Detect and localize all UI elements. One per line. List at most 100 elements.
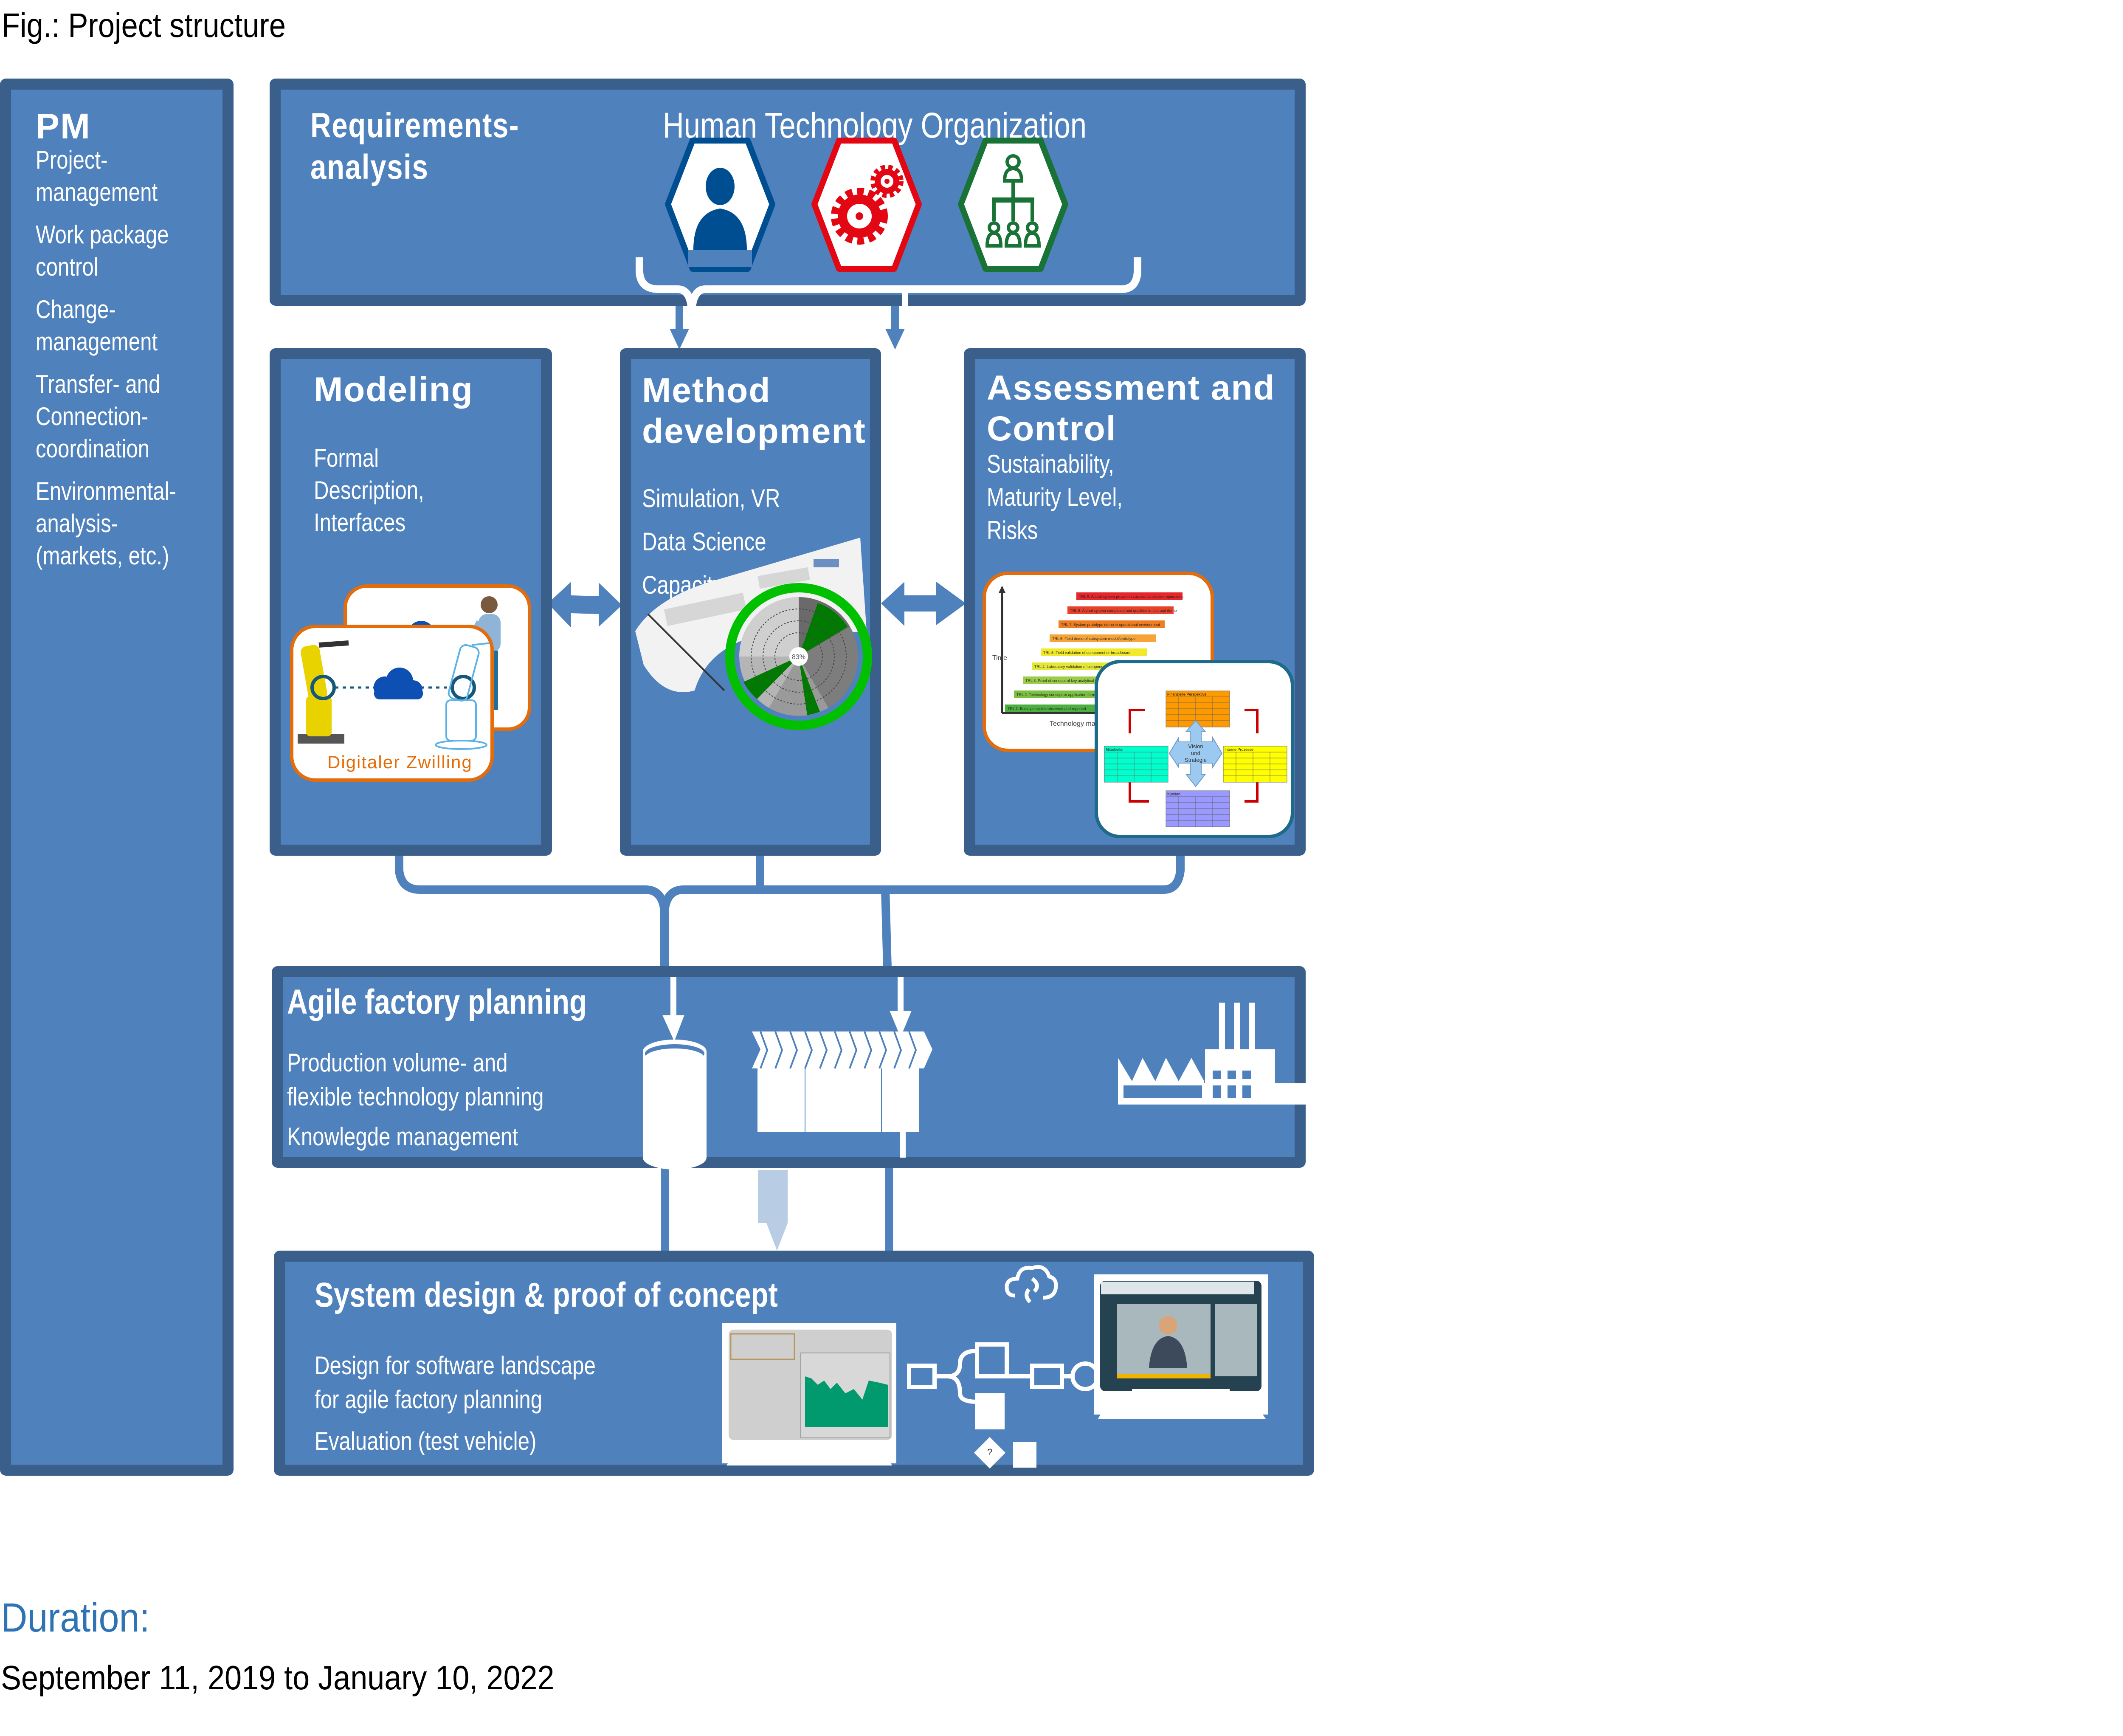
trl-level-label: TRL 8. Actual system completed and quali… <box>1070 609 1177 613</box>
process-step-chevron <box>834 1031 843 1069</box>
factory-icon <box>1118 1003 1309 1105</box>
digital-twin-robot-card: Digitaler Zwilling <box>290 625 494 782</box>
process-step-chevron <box>789 1031 798 1069</box>
cloud-sync-icon <box>1005 1265 1058 1304</box>
requirements-panel: Requirements- analysis Human Technology … <box>270 79 1306 311</box>
hto-icons <box>665 138 1068 272</box>
agile-panel: Agile factory planning Production volume… <box>272 966 1309 1170</box>
trl-level-bar <box>1041 648 1147 656</box>
duration-label: Duration: <box>1 1595 150 1640</box>
agile-title: Agile factory planning <box>287 983 587 1021</box>
flowchart-icon <box>907 1342 1100 1469</box>
process-step-chevron <box>849 1031 858 1069</box>
method-item: Simulation, VR <box>642 484 780 513</box>
system-design-title: System design & proof of concept <box>315 1276 778 1314</box>
scorecard-table: Interne Prozesse <box>1223 746 1287 783</box>
system-design-item: Design for software landscape for agile … <box>315 1351 596 1414</box>
pm-title: PM <box>36 106 91 146</box>
trl-level-label: TRL 7. System prototype demo in operatio… <box>1061 623 1160 627</box>
modeling-title: Modeling <box>314 370 473 409</box>
scorecard-table-label: Kunden <box>1167 792 1180 796</box>
database-icon <box>643 1040 707 1170</box>
link-icon <box>310 675 476 700</box>
agile-system-connectors <box>661 1168 893 1253</box>
trl-level-label: TRL 9. Actual system proven in successfu… <box>1079 595 1184 599</box>
system-design-panel: System design & proof of concept Design … <box>274 1251 1314 1476</box>
factory-layout-image <box>635 538 867 692</box>
figure-title: Fig.: Project structure <box>2 6 286 44</box>
process-step-chevron <box>804 1031 813 1069</box>
trl-level-label: TRL 3. Proof of concept of key analytica… <box>1025 679 1120 683</box>
trl-level-bar <box>1076 592 1183 600</box>
monitor-elearning-icon <box>1094 1274 1268 1419</box>
trl-level-label: TRL 1. Basic principles observed and rep… <box>1008 707 1086 711</box>
middle-to-agile-brace <box>395 856 1185 969</box>
process-step-chevron <box>893 1031 902 1069</box>
double-arrow-method-assessment <box>881 582 966 626</box>
hto-brace <box>636 257 1141 311</box>
requirements-title: Requirements- analysis <box>310 106 520 186</box>
modeling-description: Formal Description, Interfaces <box>314 444 424 537</box>
down-arrow-light <box>758 1170 788 1251</box>
double-arrow-modeling-method <box>548 582 622 628</box>
method-illustration: 83% <box>635 538 872 730</box>
pm-items: Project- management Work package control… <box>36 144 207 572</box>
pm-item: Transfer- and Connection- coordination <box>36 370 160 463</box>
method-title: Method development <box>642 371 866 451</box>
process-step-chevron <box>774 1031 783 1069</box>
modeling-panel: Modeling Formal Description, Interfaces <box>270 348 552 856</box>
scorecard-table-label: Mitarbeiter <box>1106 747 1124 752</box>
process-step-chevron <box>908 1031 917 1069</box>
scorecard-table: Mitarbeiter <box>1104 746 1168 783</box>
flow-decision-label: ? <box>987 1447 992 1457</box>
process-step-chevron <box>864 1031 873 1069</box>
pm-panel: PM Project- management Work package cont… <box>0 79 234 1476</box>
process-step-chevron <box>878 1031 887 1069</box>
agile-item: Production volume- and flexible technolo… <box>287 1048 544 1111</box>
scorecard-table: Finanzielle Perspektive <box>1166 690 1230 727</box>
duration-value: September 11, 2019 to January 10, 2022 <box>1 1659 555 1697</box>
trl-level-label: TRL 6. Field demo of subsystem model/pro… <box>1052 637 1135 641</box>
assessment-title: Assessment and Control <box>987 369 1275 448</box>
trl-level-label: TRL 5. Field validation of component or … <box>1043 651 1130 655</box>
system-design-illustration: ? <box>722 1265 1268 1469</box>
pm-item: Work package control <box>36 220 169 281</box>
method-item: Data Science <box>642 527 766 556</box>
digital-twin-caption: Digitaler Zwilling <box>327 752 473 772</box>
trl-level-bar <box>1059 620 1165 628</box>
pm-item: Change- management <box>36 295 158 356</box>
trl-level-bar <box>1005 705 1111 712</box>
process-step-chevron <box>760 1031 769 1069</box>
trl-level-bar <box>1050 634 1156 642</box>
radar-chart: 83% <box>725 583 872 730</box>
trl-level-bar <box>1014 690 1120 698</box>
human-icon <box>665 138 775 272</box>
pm-item: Environmental- analysis- (markets, etc.) <box>36 477 176 570</box>
method-panel: Method development Simulation, VR Data S… <box>620 348 881 856</box>
trl-level-bar <box>1067 606 1174 614</box>
scorecard-table: Kunden <box>1166 790 1230 827</box>
trl-level-label: TRL 2. Technology concept or application… <box>1016 693 1106 697</box>
req-to-method-arrows <box>670 306 905 350</box>
technology-gears-icon <box>811 138 922 272</box>
cloud-icon <box>374 668 423 699</box>
monitor-simulation-icon <box>722 1323 896 1465</box>
scorecard-table-label: Interne Prozesse <box>1225 747 1253 752</box>
trl-axis-y-label: Time <box>992 654 1007 662</box>
pm-item: Project- management <box>36 146 158 206</box>
robot-arm-icon <box>298 640 349 744</box>
assessment-panel: Assessment and Control Sustainability, M… <box>964 348 1306 856</box>
scorecard-table-label: Finanzielle Perspektive <box>1167 692 1207 696</box>
assessment-description: Sustainability, Maturity Level, Risks <box>987 450 1123 544</box>
process-step-chevron <box>819 1031 828 1069</box>
agile-item: Knowlegde management <box>287 1122 518 1151</box>
process-chevrons-icon <box>752 1031 932 1132</box>
trl-level-label: TRL 4. Laboratory validation of componen… <box>1034 665 1132 669</box>
robot-arm-wireframe-icon <box>435 642 490 750</box>
system-design-item: Evaluation (test vehicle) <box>315 1427 537 1455</box>
